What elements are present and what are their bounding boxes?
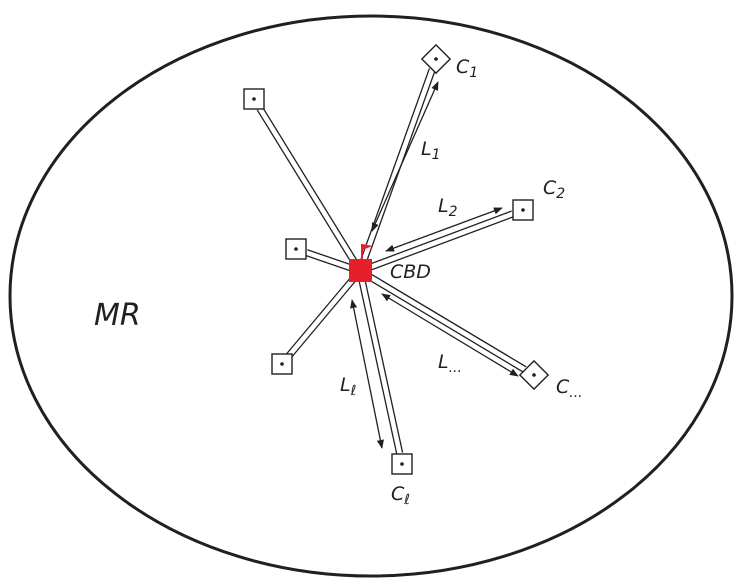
road-edge — [286, 271, 356, 355]
label-subscript: ℓ — [350, 383, 357, 399]
road-edge — [256, 109, 356, 270]
metropolitan-region-boundary — [8, 14, 734, 578]
road-edge — [357, 68, 431, 267]
distance-label-L2: L2 — [438, 195, 458, 220]
city-dot — [532, 373, 536, 377]
road-edge — [290, 275, 361, 358]
road-edge — [305, 254, 356, 274]
road-ul — [256, 106, 362, 270]
city-dot — [521, 208, 525, 212]
label-main: C — [543, 177, 557, 199]
label-main: C — [456, 56, 470, 78]
city-label-cl: Cℓ — [391, 483, 410, 508]
cbd-marker — [349, 244, 373, 282]
distance-label-Ll: Lℓ — [340, 374, 356, 399]
city-dot — [280, 362, 284, 366]
label-subscript: 1 — [432, 147, 441, 163]
city-node-c2 — [512, 199, 534, 221]
label-main: L — [340, 374, 351, 396]
road-ll — [286, 271, 361, 358]
city-node-cdots — [518, 359, 550, 391]
label-subscript: 1 — [469, 65, 478, 81]
city-nodes — [243, 43, 550, 475]
road-edge — [362, 210, 512, 268]
city-label-c2: C2 — [543, 177, 565, 202]
city-node-ll — [271, 353, 293, 375]
distance-arrows — [350, 81, 519, 449]
label-subscript: ... — [449, 360, 462, 376]
label-subscript: ℓ — [403, 492, 410, 508]
label-main: L — [421, 138, 432, 160]
city-node-ml — [285, 238, 307, 260]
distance-label-L1: L1 — [421, 138, 441, 163]
city-label-c1: C1 — [456, 56, 478, 81]
city-node-ul — [243, 88, 265, 110]
distance-label-Ldots: L... — [438, 351, 462, 376]
road-ml — [305, 249, 358, 274]
distance-arrow-Ll — [350, 299, 384, 449]
cbd-square — [349, 259, 372, 282]
label-main: C — [556, 376, 570, 398]
distance-arrow-L2 — [385, 207, 503, 252]
road-c1 — [357, 68, 436, 269]
road-edge — [364, 216, 514, 274]
city-dot — [294, 247, 298, 251]
distance-arrow-L1 — [371, 81, 439, 232]
road-edge — [363, 274, 404, 453]
city-dot — [252, 97, 256, 101]
cbd-label: CBD — [390, 261, 431, 283]
city-dot — [434, 57, 438, 61]
road-c2 — [362, 210, 514, 274]
city-label-cdots: C... — [556, 376, 583, 401]
label-subscript: 2 — [449, 204, 458, 220]
city-dot — [400, 462, 404, 466]
road-edge — [261, 106, 362, 267]
label-subscript: ... — [569, 385, 582, 401]
city-node-cl — [391, 453, 413, 475]
label-main: C — [391, 483, 405, 505]
road-edge — [307, 249, 358, 268]
label-main: L — [438, 351, 449, 373]
distance-arrow-Ldots — [381, 293, 519, 377]
label-main: L — [438, 195, 449, 217]
cbd-flag — [362, 244, 373, 250]
region-label: MR — [94, 298, 141, 333]
label-subscript: 2 — [556, 186, 565, 202]
city-node-c1 — [420, 43, 452, 75]
